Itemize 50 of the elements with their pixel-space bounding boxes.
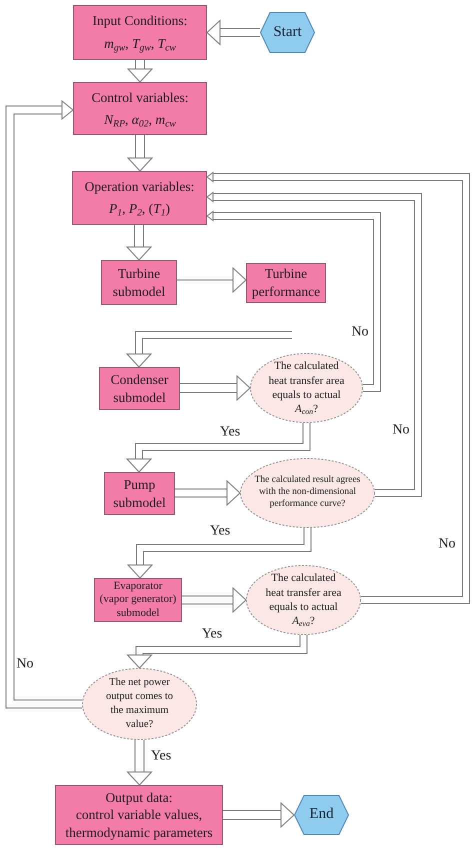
loop-arrow [206, 172, 470, 604]
terminal-label: Start [273, 22, 302, 42]
arrow [126, 422, 310, 472]
decision-ellipse [250, 353, 363, 423]
arrow [174, 480, 240, 506]
process-box [73, 82, 207, 135]
arrow [180, 376, 250, 400]
terminal-label: End [309, 805, 334, 824]
question-text: The calculated heat transfer area equals to actual A$_{con}$? [268, 359, 346, 417]
step-text: Pump submodel [112, 476, 167, 512]
step-heading: Control variables: [91, 88, 189, 106]
arrow [127, 634, 308, 668]
arrow [182, 588, 246, 612]
question-text: The net power output comes to the maximum value? [104, 676, 174, 732]
step-text: m$_{gw}$, T$_{gw}$, T$_{cw}$ [104, 35, 176, 53]
step-heading: Input Conditions: [92, 12, 188, 30]
process-box [99, 367, 180, 410]
decision-ellipse [240, 458, 375, 528]
step-text: Evaporator (vapor generator) submodel [99, 580, 177, 620]
step-heading: Output data: [105, 788, 173, 806]
step-text: P$_{1}$, P$_{2}$, (T$_{1}$) [108, 200, 170, 218]
process-box [101, 260, 177, 305]
arrow [222, 802, 294, 828]
step-text: N$_{RP}$, α$_{02}$, m$_{cw}$ [104, 110, 176, 128]
step-text: Condenser submodel [110, 370, 170, 406]
decision-ellipse [246, 565, 361, 635]
arrow [128, 60, 152, 82]
terminal-hexagon [260, 12, 315, 53]
arrow [126, 331, 292, 368]
step-text: control variable values, thermodynamic parameters [64, 806, 214, 842]
question-text: The calculated result agrees with the non-dimensional performance curve? [254, 475, 362, 511]
process-box [73, 5, 207, 60]
step-text: Turbine performance [250, 265, 322, 301]
arrow [127, 740, 152, 786]
step-heading: Operation variables: [84, 178, 194, 196]
decision-ellipse [82, 668, 197, 740]
terminal-hexagon [294, 795, 349, 835]
arrow [206, 20, 260, 45]
arrow [176, 268, 246, 292]
loop-arrow [206, 211, 381, 392]
arrow [128, 528, 312, 578]
arrow [6, 100, 82, 708]
process-box [72, 171, 207, 225]
question-text: The calculated heat transfer area equals to actual A$_{eva}$? [264, 571, 342, 629]
loop-arrow [206, 192, 422, 497]
arrow [126, 224, 152, 260]
arrow [128, 134, 152, 172]
process-box [55, 785, 223, 845]
process-box [104, 472, 175, 515]
step-text: Turbine submodel [112, 264, 166, 300]
